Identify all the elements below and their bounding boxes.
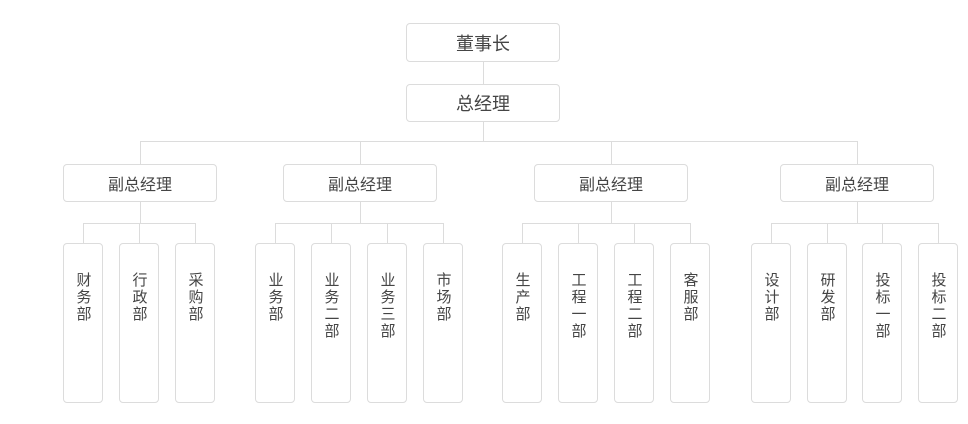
connector-line xyxy=(360,141,361,164)
connector-line xyxy=(771,223,939,224)
dept-label: 工程二部 xyxy=(625,272,643,340)
dept-label: 研发部 xyxy=(818,272,836,323)
connector-line xyxy=(83,223,84,243)
node-dept-engineering-1: 工程一部 xyxy=(558,243,598,403)
connector-line xyxy=(827,223,828,243)
connector-line xyxy=(483,62,484,84)
connector-line xyxy=(522,223,691,224)
node-dept-business-2: 业务二部 xyxy=(311,243,351,403)
connector-line xyxy=(857,202,858,223)
deputy-label: 副总经理 xyxy=(824,177,889,194)
node-deputy-3: 副总经理 xyxy=(534,164,688,202)
dept-label: 市场部 xyxy=(434,272,452,323)
node-dept-business: 业务部 xyxy=(255,243,295,403)
dept-label: 客服部 xyxy=(681,272,699,323)
dept-label: 财务部 xyxy=(74,272,92,323)
connector-line xyxy=(611,141,612,164)
dept-label: 业务二部 xyxy=(322,272,340,340)
dept-label: 设计部 xyxy=(762,272,780,323)
connector-line xyxy=(139,223,140,243)
connector-line xyxy=(275,223,444,224)
connector-line xyxy=(360,202,361,223)
connector-line xyxy=(483,122,484,141)
node-dept-finance: 财务部 xyxy=(63,243,103,403)
connector-line xyxy=(690,223,691,243)
dept-label: 投标二部 xyxy=(929,272,947,340)
node-dept-engineering-2: 工程二部 xyxy=(614,243,654,403)
connector-line xyxy=(578,223,579,243)
dept-label: 生产部 xyxy=(513,272,531,323)
node-dept-production: 生产部 xyxy=(502,243,542,403)
connector-line xyxy=(331,223,332,243)
dept-label: 工程一部 xyxy=(569,272,587,340)
node-dept-procurement: 采购部 xyxy=(175,243,215,403)
node-dept-bidding-1: 投标一部 xyxy=(862,243,902,403)
general-manager-label: 总经理 xyxy=(456,94,510,114)
node-dept-business-3: 业务三部 xyxy=(367,243,407,403)
connector-line xyxy=(140,141,858,142)
connector-line xyxy=(140,141,141,164)
node-chairman: 董事长 xyxy=(406,23,560,62)
dept-label: 投标一部 xyxy=(873,272,891,340)
connector-line xyxy=(522,223,523,243)
connector-line xyxy=(275,223,276,243)
deputy-label: 副总经理 xyxy=(327,177,392,194)
connector-line xyxy=(140,202,141,223)
dept-label: 业务部 xyxy=(266,272,284,323)
connector-line xyxy=(195,223,196,243)
node-dept-marketing: 市场部 xyxy=(423,243,463,403)
connector-line xyxy=(771,223,772,243)
node-dept-design: 设计部 xyxy=(751,243,791,403)
connector-line xyxy=(443,223,444,243)
node-deputy-4: 副总经理 xyxy=(780,164,934,202)
node-deputy-2: 副总经理 xyxy=(283,164,437,202)
chairman-label: 董事长 xyxy=(456,33,510,54)
dept-label: 业务三部 xyxy=(378,272,396,340)
deputy-label: 副总经理 xyxy=(578,177,643,194)
node-deputy-1: 副总经理 xyxy=(63,164,217,202)
connector-line xyxy=(857,141,858,164)
dept-label: 采购部 xyxy=(186,272,204,323)
connector-line xyxy=(611,202,612,223)
dept-label: 行政部 xyxy=(130,272,148,323)
connector-line xyxy=(387,223,388,243)
deputy-label: 副总经理 xyxy=(107,177,172,194)
connector-line xyxy=(882,223,883,243)
node-dept-customer-service: 客服部 xyxy=(670,243,710,403)
connector-line xyxy=(634,223,635,243)
node-dept-admin: 行政部 xyxy=(119,243,159,403)
node-dept-rnd: 研发部 xyxy=(807,243,847,403)
connector-line xyxy=(938,223,939,243)
node-general-manager: 总经理 xyxy=(406,84,560,122)
node-dept-bidding-2: 投标二部 xyxy=(918,243,958,403)
